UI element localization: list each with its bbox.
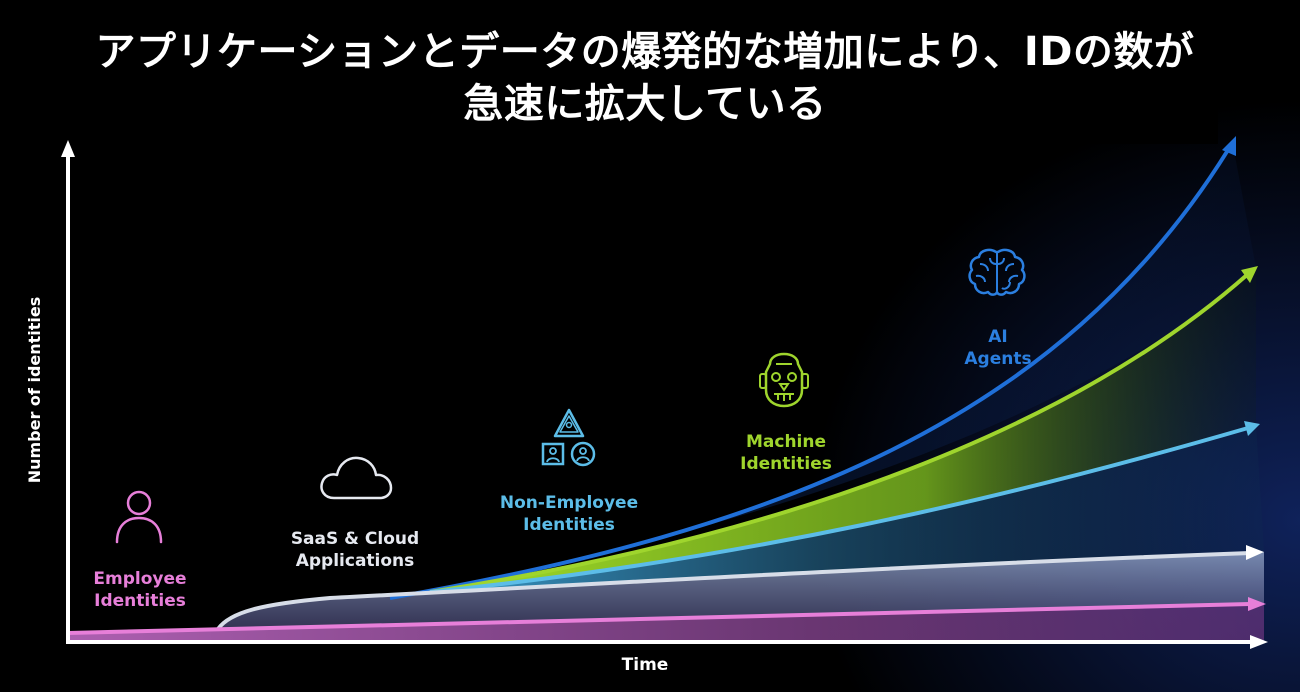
- arrowhead-non-employee-identities: [1244, 421, 1260, 436]
- x-axis-arrowhead: [1250, 635, 1268, 649]
- arrowhead-employee-identities: [1248, 597, 1266, 611]
- arrowhead-machine-identities: [1241, 266, 1258, 283]
- line-ai-agents: [389, 148, 1230, 600]
- y-axis-label: Number of identities: [25, 296, 44, 484]
- line-employee-identities: [67, 602, 1251, 635]
- x-axis-label: Time: [621, 655, 669, 675]
- line-saas-cloud-applications: [216, 551, 1251, 631]
- robot-icon: [759, 352, 809, 408]
- label-non-employee-identities: Non-Employee Identities: [499, 493, 639, 535]
- line-machine-identities: [429, 272, 1250, 594]
- area-employee-identities: [68, 604, 1264, 642]
- label-saas-cloud-applications: SaaS & Cloud Applications: [290, 529, 420, 571]
- line-non-employee-identities: [429, 426, 1249, 594]
- brain-icon: [968, 248, 1026, 296]
- label-ai-agents: AI Agents: [964, 327, 1032, 369]
- y-axis-arrowhead: [61, 140, 75, 157]
- area-non-employee-identities: [430, 424, 1264, 592]
- label-employee-identities: Employee Identities: [93, 569, 187, 611]
- arrowhead-ai-agents: [1222, 136, 1236, 156]
- area-ai-agents: [390, 140, 1256, 598]
- arrowhead-saas-cloud-applications: [1246, 545, 1264, 560]
- slide-title: アプリケーションとデータの爆発的な増加により、IDの数が急速に拡大している: [95, 29, 1195, 127]
- label-machine-identities: Machine Identities: [740, 432, 832, 474]
- person-icon: [115, 490, 163, 544]
- cloud-icon: [320, 456, 393, 500]
- partner-shapes-icon: [541, 408, 596, 467]
- title-box: アプリケーションとデータの爆発的な増加により、IDの数が急速に拡大している: [72, 12, 1218, 144]
